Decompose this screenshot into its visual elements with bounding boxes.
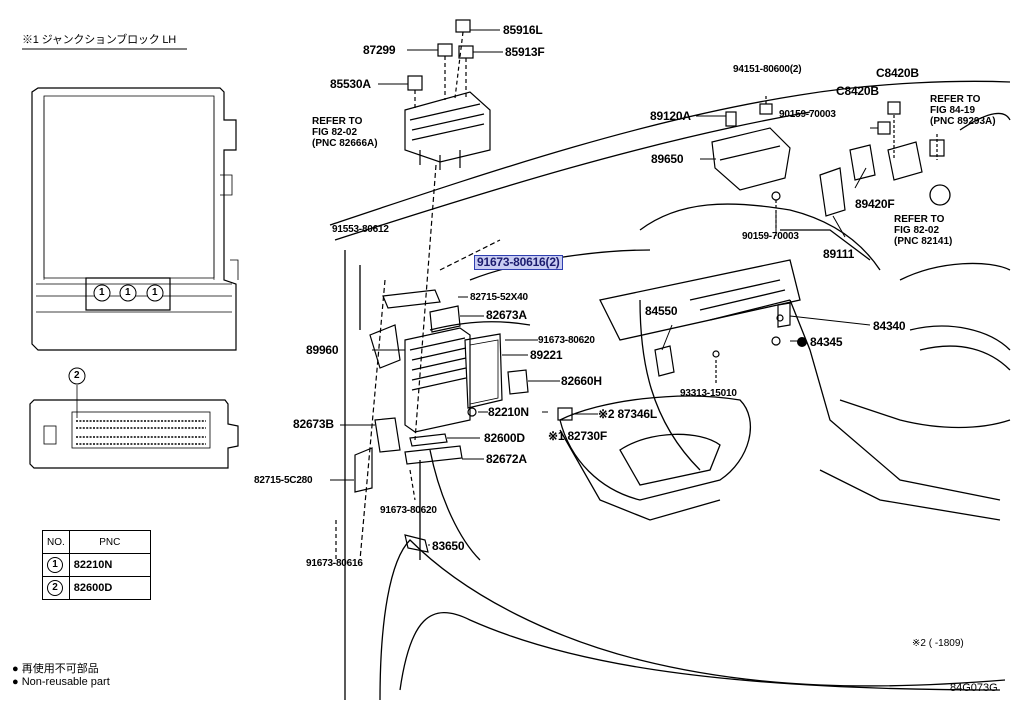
part-89111[interactable]: 89111 (823, 247, 855, 261)
part-91673-80616[interactable]: 91673-80616 (306, 558, 363, 569)
detail-connector-inset (29, 385, 239, 469)
part-90159-70003-b[interactable]: 90159-70003 (742, 231, 799, 242)
ecu-cluster (335, 239, 573, 561)
legend-japanese: ● 再使用不可部品 (12, 663, 99, 675)
part-82672A[interactable]: 82672A (486, 452, 527, 466)
part-85530A[interactable]: 85530A (330, 77, 371, 91)
inset-circle-label-3: 1 (152, 287, 158, 298)
diagram-code: 84G073G (950, 682, 998, 694)
part-89221[interactable]: 89221 (530, 348, 563, 362)
table-row-pnc[interactable]: 82600D (68, 576, 151, 600)
table-row: 1 82210N (42, 553, 151, 577)
part-84345[interactable]: 84345 (810, 335, 843, 349)
table-row-number: 2 (47, 580, 63, 596)
relay-block (404, 19, 491, 441)
part-85916L[interactable]: 85916L (503, 23, 543, 37)
inset-circles (68, 284, 164, 385)
part-94151-80600-2[interactable]: 94151-80600(2) (733, 64, 802, 75)
dashboard-outline (329, 80, 1011, 701)
part-82673A[interactable]: 82673A (486, 308, 527, 322)
inset-detail-label: 2 (74, 370, 80, 381)
leader-lines (330, 29, 878, 546)
part-82660H[interactable]: 82660H (561, 374, 602, 388)
part-89420F[interactable]: 89420F (855, 197, 895, 211)
non-reusable-marker (797, 337, 807, 347)
part-C8420B[interactable]: C8420B (836, 84, 879, 98)
table-row-number: 1 (47, 557, 63, 573)
table-row-pnc[interactable]: 82210N (68, 553, 151, 577)
inset-circle-label-1: 1 (99, 287, 105, 298)
table-header-no: NO. (42, 530, 70, 554)
part-89960[interactable]: 89960 (306, 343, 339, 357)
part-91673-80620-b[interactable]: 91673-80620 (380, 505, 437, 516)
part-83650[interactable]: 83650 (432, 539, 465, 553)
junction-block-inset (31, 87, 239, 351)
part-91673-80616-2-highlighted[interactable]: 91673-80616(2) (474, 255, 563, 270)
part-93313-15010[interactable]: 93313-15010 (680, 388, 737, 399)
table-header-pnc: PNC (68, 530, 151, 554)
inset-circle-label-2: 1 (125, 287, 131, 298)
right-parts (654, 96, 945, 385)
part-82210N[interactable]: 82210N (488, 405, 529, 419)
part-91553-80612[interactable]: 91553-80612 (332, 224, 389, 235)
part-87346L[interactable]: ※2 87346L (598, 407, 657, 421)
part-87299[interactable]: 87299 (363, 43, 396, 57)
part-82673B[interactable]: 82673B (293, 417, 334, 431)
part-84550[interactable]: 84550 (645, 304, 678, 318)
legend-non-reusable: ● Non-reusable part (12, 676, 110, 688)
part-89120A[interactable]: 89120A (650, 109, 691, 123)
part-82730F[interactable]: ※1 82730F (548, 429, 607, 443)
part-85913F[interactable]: 85913F (505, 45, 545, 59)
part-91673-80620-a[interactable]: 91673-80620 (538, 335, 595, 346)
part-82715-5C280[interactable]: 82715-5C280 (254, 475, 313, 486)
footer-note: ※2 ( -1809) (912, 638, 964, 649)
inset-title: ※1 ジャンクションブロック LH (22, 34, 177, 46)
part-82715-52X40[interactable]: 82715-52X40 (470, 292, 528, 303)
part-89650[interactable]: 89650 (651, 152, 684, 166)
part-82600D[interactable]: 82600D (484, 431, 525, 445)
part-84340[interactable]: 84340 (873, 319, 906, 333)
pnc-table: NO. PNC 1 82210N 2 82600D (42, 530, 151, 600)
part-90159-70003-a[interactable]: 90159-70003 (779, 109, 836, 120)
table-row: 2 82600D (42, 576, 151, 600)
part-C8420B-top[interactable]: C8420B (876, 66, 919, 80)
